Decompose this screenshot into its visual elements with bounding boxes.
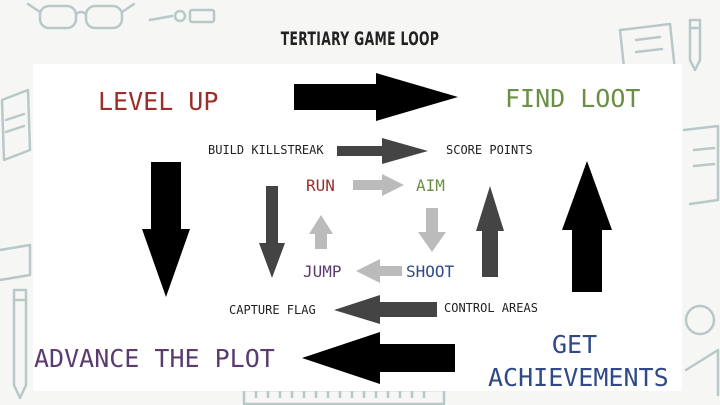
label-aim: AIM — [416, 176, 445, 195]
arrow-up-inner — [309, 215, 333, 249]
arrow-left-middle — [334, 295, 437, 324]
arrow-up-outer — [562, 161, 612, 292]
arrow-right-outer — [294, 73, 458, 121]
arrow-right-middle — [337, 138, 428, 164]
label-capture-flag: CAPTURE FLAG — [229, 303, 316, 317]
arrow-left-outer — [302, 332, 455, 384]
arrow-up-middle — [476, 186, 504, 277]
label-find-loot: FIND LOOT — [505, 84, 640, 113]
label-score-points: SCORE POINTS — [446, 143, 533, 157]
arrow-down-outer — [142, 162, 190, 297]
label-achievements: ACHIEVEMENTS — [488, 363, 669, 392]
arrow-down-middle — [259, 186, 285, 278]
label-level-up: LEVEL UP — [98, 87, 218, 116]
label-build-killstreak: BUILD KILLSTREAK — [208, 143, 324, 157]
arrow-down-inner — [418, 208, 446, 252]
arrow-left-inner — [356, 259, 402, 283]
label-run: RUN — [306, 176, 335, 195]
label-jump: JUMP — [303, 262, 342, 281]
label-shoot: SHOOT — [406, 262, 454, 281]
arrow-right-inner — [353, 174, 404, 196]
label-advance-the-plot: ADVANCE THE PLOT — [34, 344, 275, 373]
label-get: GET — [552, 330, 597, 359]
label-control-areas: CONTROL AREAS — [444, 301, 538, 315]
